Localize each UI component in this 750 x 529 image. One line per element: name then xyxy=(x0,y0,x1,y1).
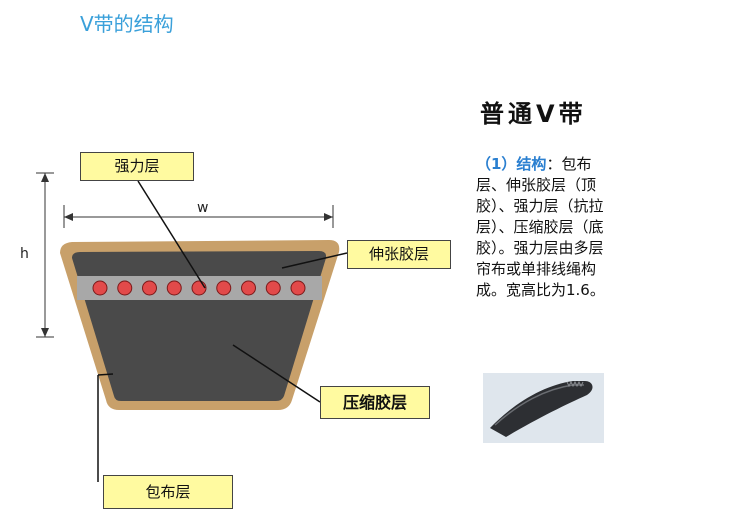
h-arrow-bottom xyxy=(41,328,49,337)
stretch-rubber-leader xyxy=(281,252,348,269)
compression-rubber-label: 压缩胶层 xyxy=(320,386,430,419)
w-dimension-label: w xyxy=(197,200,209,216)
tension-layer-label: 强力层 xyxy=(80,152,194,181)
h-dimension-label: h xyxy=(20,246,29,262)
description-body: ：包布层、伸张胶层（顶胶）、强力层（抗拉层）、压缩胶层（底胶）。强力层由多层帘布… xyxy=(476,155,605,299)
tension-cord xyxy=(241,280,256,296)
tension-cord xyxy=(117,280,133,296)
tension-cord xyxy=(265,280,281,296)
tension-cord xyxy=(166,280,182,296)
photo-belt xyxy=(490,381,593,437)
tension-cord xyxy=(92,280,108,296)
description-lead: （1）结构 xyxy=(476,155,547,173)
w-arrow-left xyxy=(64,213,73,221)
tension-cord xyxy=(142,280,157,296)
stretch-rubber-label: 伸张胶层 xyxy=(347,240,451,269)
page-title: V带的结构 xyxy=(80,12,174,36)
tension-cords xyxy=(92,280,306,296)
tension-cord xyxy=(290,280,306,296)
h-arrow-top xyxy=(41,173,49,182)
cover-fabric-leader-tail xyxy=(97,373,114,376)
panel-heading: 普通V带 xyxy=(480,100,587,128)
structure-description: （1）结构：包布层、伸张胶层（顶胶）、强力层（抗拉层）、压缩胶层（底胶）。强力层… xyxy=(476,154,608,301)
v-belt-photo xyxy=(483,373,604,443)
rubber-body xyxy=(72,251,327,401)
w-arrow-right xyxy=(324,213,333,221)
tension-cord xyxy=(191,280,207,296)
tension-layer-leader xyxy=(137,180,206,289)
photo-belt-teeth xyxy=(566,380,584,388)
tension-cord xyxy=(216,280,232,296)
compression-rubber-leader xyxy=(232,344,321,403)
cover-fabric-label: 包布层 xyxy=(103,475,233,509)
photo-belt-edge xyxy=(494,384,584,426)
